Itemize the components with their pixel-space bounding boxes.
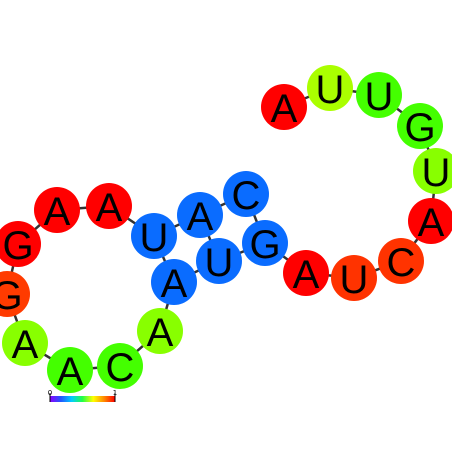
- nucleotide: U: [131, 213, 177, 260]
- nucleotide: C: [223, 171, 269, 218]
- nucleotide-circle: [331, 255, 377, 301]
- nucleotide: U: [331, 255, 377, 302]
- nucleotide: U: [196, 238, 242, 285]
- nucleotide-circle: [261, 84, 307, 130]
- nucleotide: A: [151, 259, 197, 306]
- nucleotide: G: [0, 221, 41, 268]
- nucleotide-circle: [307, 65, 353, 111]
- nucleotide-circle: [0, 221, 41, 267]
- nucleotide-label: U: [365, 75, 394, 119]
- nucleotide-label: A: [57, 350, 84, 394]
- nucleotide-label: C: [106, 346, 135, 390]
- nucleotide-label: U: [340, 258, 369, 302]
- nucleotide-label: U: [422, 151, 451, 195]
- nucleotide-circle: [137, 308, 183, 354]
- color-scale-bar: [50, 396, 115, 402]
- nucleotide-label: A: [293, 253, 320, 297]
- nucleotide-circle: [2, 320, 48, 366]
- nucleotide: C: [378, 238, 424, 285]
- nucleotide: A: [47, 347, 93, 394]
- nucleotide-circle: [196, 238, 242, 284]
- nucleotide-label: A: [161, 262, 188, 306]
- nucleotide-label: G: [249, 223, 280, 267]
- nucleotide: A: [261, 84, 307, 131]
- backbone-line: [5, 86, 438, 372]
- nucleotide-label: A: [418, 201, 445, 245]
- nucleotide-label: G: [2, 224, 33, 268]
- nucleotide-label: G: [0, 274, 23, 318]
- nucleotide-label: C: [387, 241, 416, 285]
- nucleotide-circle: [97, 343, 143, 389]
- nucleotide-label: A: [187, 195, 214, 239]
- color-scale: 0 1: [48, 389, 117, 402]
- color-scale-min-label: 0: [48, 389, 52, 397]
- nucleotide: U: [356, 72, 402, 119]
- nucleotide-circle: [378, 238, 424, 284]
- nucleotide-label: U: [140, 216, 169, 260]
- nucleotide-circle: [151, 259, 197, 305]
- nucleotide-circle: [397, 103, 443, 149]
- nucleotide: A: [86, 183, 132, 230]
- nucleotide: U: [307, 65, 353, 112]
- nucleotide: C: [97, 343, 143, 390]
- nucleotide-circle: [356, 72, 402, 118]
- nucleotide-circle: [223, 171, 269, 217]
- nucleotide: A: [2, 320, 48, 367]
- nucleotide-circle: [86, 183, 132, 229]
- nucleotide: G: [0, 271, 30, 318]
- nucleotide-label: A: [96, 186, 123, 230]
- nucleotide-circle: [0, 271, 30, 317]
- nucleotide: A: [177, 192, 223, 239]
- nucleotide: A: [408, 198, 452, 245]
- nucleotide-label: C: [232, 174, 261, 218]
- nucleotide-circle: [413, 148, 452, 194]
- nucleotide-label: A: [147, 311, 174, 355]
- nucleotide-label: A: [12, 323, 39, 367]
- nucleotide: A: [283, 250, 329, 297]
- nucleotide: U: [413, 148, 452, 195]
- nucleotide: G: [397, 103, 443, 150]
- nucleotide: A: [34, 187, 80, 234]
- nucleotide-label: G: [404, 106, 435, 150]
- nucleotide-circle: [408, 198, 452, 244]
- backbone: [5, 86, 438, 372]
- nucleotide-circle: [283, 250, 329, 296]
- nucleotide-label: A: [44, 190, 71, 234]
- nucleotide-circle: [47, 347, 93, 393]
- nucleotide-circle: [34, 187, 80, 233]
- color-scale-max-label: 1: [113, 389, 117, 397]
- nucleotide-circle: [242, 220, 288, 266]
- nucleotide-label: U: [316, 68, 345, 112]
- nucleotide-label: A: [271, 87, 298, 131]
- nucleotide: G: [242, 220, 288, 267]
- nucleotide: A: [137, 308, 183, 355]
- nucleotide-label: U: [205, 241, 234, 285]
- nucleotide-circle: [131, 213, 177, 259]
- nucleotide-circle: [177, 192, 223, 238]
